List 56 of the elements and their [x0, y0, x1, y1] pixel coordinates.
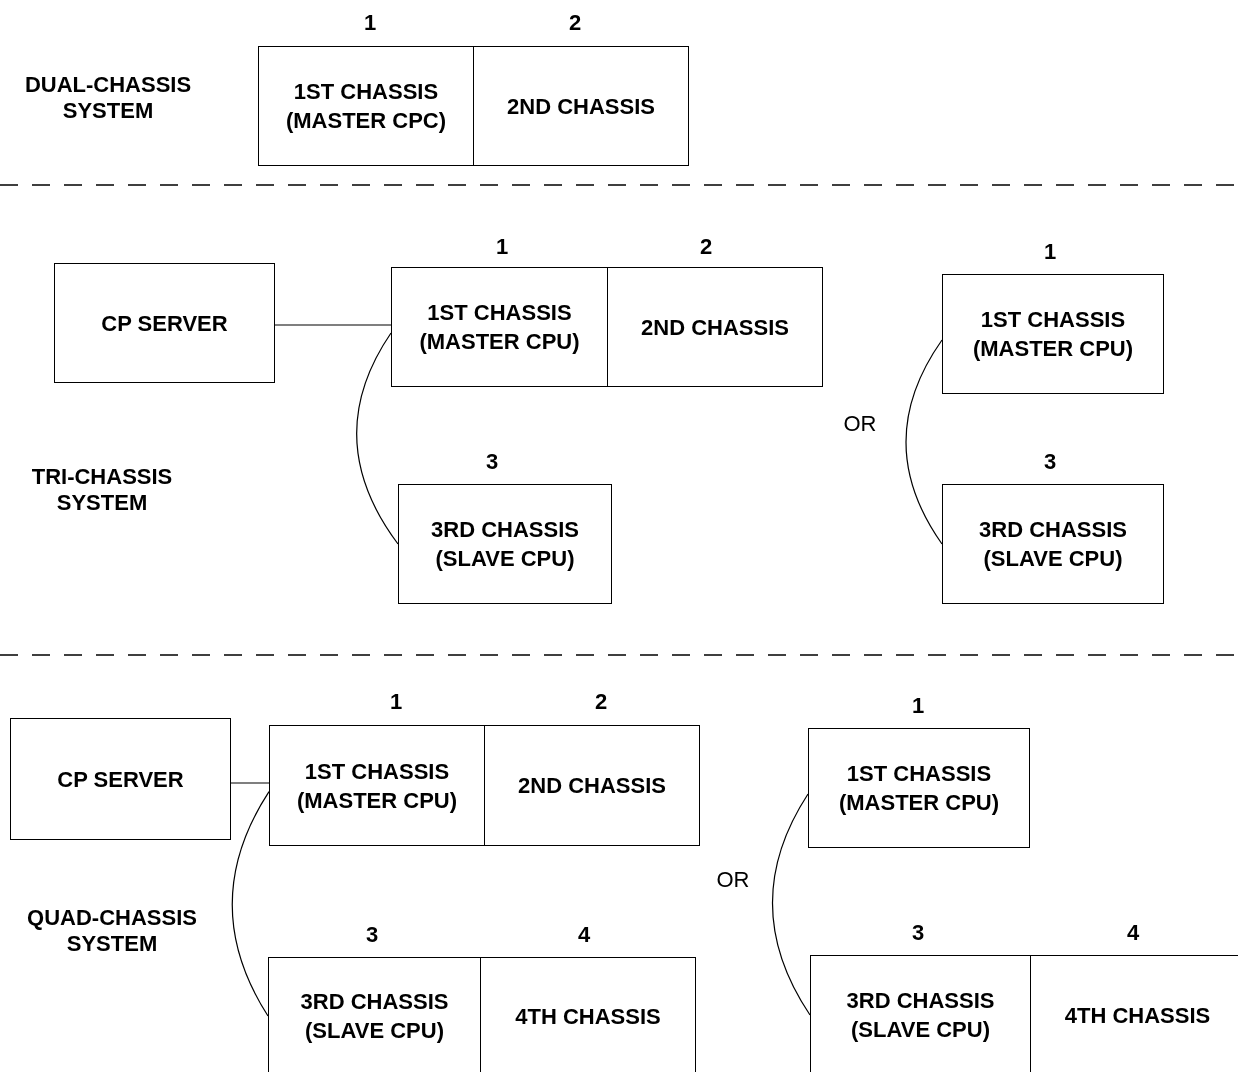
chassis-number: 3 [911, 920, 925, 946]
box-label: 3RD CHASSIS (SLAVE CPU) [978, 516, 1128, 573]
chassis-number: 2 [568, 10, 582, 36]
chassis-number: 2 [594, 689, 608, 715]
chassis-number: 4 [1126, 920, 1140, 946]
chassis-box [10, 718, 231, 840]
chassis-box [810, 955, 1031, 1072]
chassis-number: 3 [485, 449, 499, 475]
connector-line [230, 782, 270, 784]
or-label: OR [842, 411, 878, 437]
box-label: 4TH CHASSIS [1064, 1001, 1211, 1030]
box-label: 1ST CHASSIS (MASTER CPU) [295, 757, 459, 815]
box-label: 1ST CHASSIS (MASTER CPU) [837, 760, 1001, 817]
chassis-box [258, 46, 474, 166]
chassis-box [268, 957, 481, 1072]
chassis-number: 4 [577, 922, 591, 948]
box-label: CP SERVER [101, 309, 228, 338]
chassis-number: 1 [389, 689, 403, 715]
box-label: 2ND CHASSIS [641, 313, 789, 342]
box-label: 1ST CHASSIS (MASTER CPC) [284, 78, 448, 135]
box-label: 2ND CHASSIS [518, 772, 666, 800]
chassis-box [942, 274, 1164, 394]
box-label: 3RD CHASSIS (SLAVE CPU) [299, 988, 450, 1045]
chassis-number: 3 [365, 922, 379, 948]
connector-line [771, 793, 811, 1016]
connector-line [231, 790, 270, 1017]
box-label: 3RD CHASSIS (SLAVE CPU) [845, 987, 996, 1044]
chassis-box [607, 267, 823, 387]
chassis-box [54, 263, 275, 383]
chassis-number: 2 [699, 234, 713, 260]
chassis-box [391, 267, 608, 387]
connector-line [274, 324, 392, 326]
chassis-box [398, 484, 612, 604]
or-label: OR [715, 867, 751, 893]
box-label: 1ST CHASSIS (MASTER CPU) [418, 299, 581, 356]
chassis-box [808, 728, 1030, 848]
chassis-box [942, 484, 1164, 604]
system-label: TRI-CHASSIS SYSTEM [30, 464, 174, 516]
chassis-number: 3 [1043, 449, 1057, 475]
chassis-number: 1 [1043, 239, 1057, 265]
chassis-number: 1 [911, 693, 925, 719]
connector-line [905, 339, 943, 545]
box-label: 2ND CHASSIS [507, 92, 655, 121]
chassis-box [473, 46, 689, 166]
box-label: 4TH CHASSIS [515, 1002, 661, 1031]
system-label: DUAL-CHASSIS SYSTEM [23, 72, 193, 124]
chassis-number: 1 [363, 10, 377, 36]
system-label: QUAD-CHASSIS SYSTEM [26, 905, 198, 957]
chassis-number: 1 [495, 234, 509, 260]
chassis-box [484, 725, 700, 846]
connector-line [356, 332, 399, 545]
box-label: CP SERVER [57, 765, 184, 794]
chassis-box [269, 725, 485, 846]
chassis-box [480, 957, 696, 1072]
box-label: 1ST CHASSIS (MASTER CPU) [971, 306, 1135, 363]
box-label: 3RD CHASSIS (SLAVE CPU) [430, 516, 580, 573]
